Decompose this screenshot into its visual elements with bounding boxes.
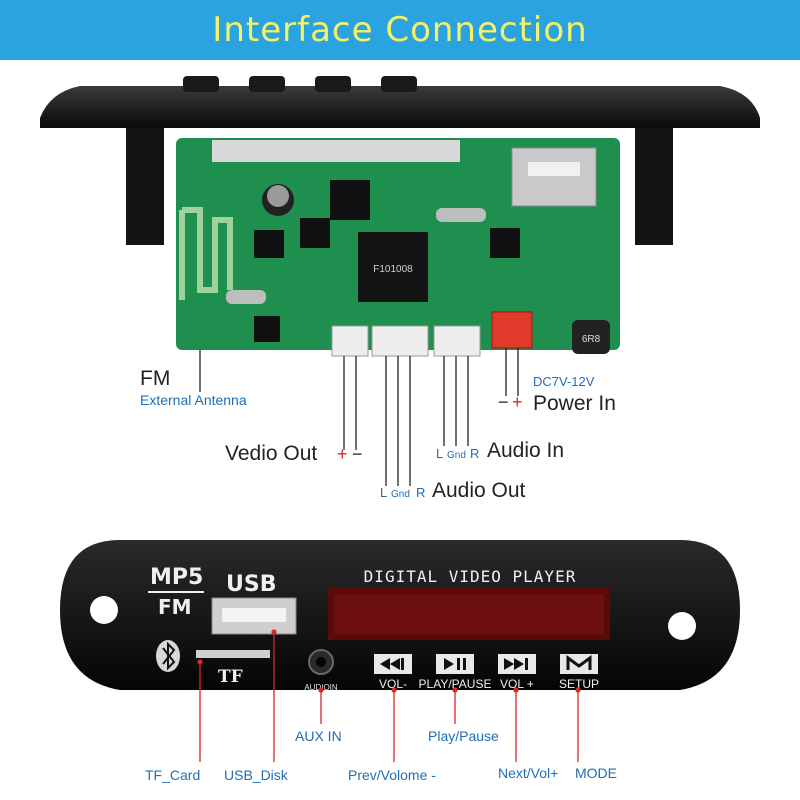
page-title: Interface Connection	[212, 10, 588, 50]
bezel-button	[249, 76, 285, 92]
label-audio-in-l: L	[436, 446, 443, 461]
label-fm-sub: External Antenna	[140, 392, 247, 408]
panel-callout-lines	[197, 629, 581, 762]
main-chip	[358, 232, 428, 302]
label-audio-in-gnd: Gnd	[447, 450, 466, 461]
tf-slot-strip	[212, 140, 460, 162]
label-power-plus: +	[512, 392, 523, 412]
callout-mode: MODE	[575, 765, 617, 781]
usb-label: USB	[226, 572, 276, 597]
connector-video	[331, 325, 369, 357]
play-pause-button[interactable]	[436, 654, 474, 674]
main-chip-label: F101008	[373, 264, 413, 275]
label-audio-out: Audio Out	[432, 479, 526, 502]
next-button-label: VOL +	[500, 677, 534, 691]
inductor-label: 6R8	[582, 334, 601, 345]
label-audio-out-r: R	[416, 485, 425, 500]
label-video-minus: −	[352, 444, 363, 464]
label-audio-out-l: L	[380, 485, 387, 500]
mount-leg-left	[126, 110, 164, 245]
pcb-callout-lines	[199, 348, 519, 486]
prev-button-label: VOL-	[379, 677, 407, 691]
screw-hole-left	[90, 596, 118, 624]
connector-audio-in	[433, 325, 481, 357]
bezel-button	[315, 76, 351, 92]
label-audio-in: Audio In	[487, 439, 564, 462]
chip	[254, 316, 280, 342]
chip	[330, 180, 370, 220]
top-bezel	[40, 86, 760, 128]
mode-button[interactable]	[560, 654, 598, 674]
label-audio-out-gnd: Gnd	[391, 489, 410, 500]
antenna-trace	[179, 207, 233, 300]
tf-label: TF	[218, 667, 243, 687]
label-audio-in-r: R	[470, 446, 479, 461]
label-power-minus: −	[498, 392, 509, 412]
label-power-in: Power In	[533, 392, 616, 415]
mode-icon	[566, 655, 592, 670]
label-video-out: Vedio Out	[225, 442, 317, 465]
callout-prev: Prev/Volome -	[348, 767, 436, 783]
mode-button-label: SETUP	[559, 677, 599, 691]
tf-card-slot[interactable]	[196, 650, 270, 658]
bezel-button	[183, 76, 219, 92]
chip	[490, 228, 520, 258]
callout-tf-card: TF_Card	[145, 767, 200, 783]
next-icon	[504, 658, 528, 670]
prev-icon	[380, 658, 404, 670]
bluetooth-icon	[156, 640, 180, 672]
logo-mp5: MP5	[150, 565, 203, 590]
callout-play: Play/Pause	[428, 728, 499, 744]
label-power-spec: DC7V-12V	[533, 374, 595, 389]
crystal	[436, 208, 486, 222]
logo-fm: FM	[158, 595, 192, 619]
display-title: DIGITAL VIDEO PLAYER	[364, 567, 577, 586]
crystal	[226, 290, 266, 304]
header-banner: Interface Connection	[0, 0, 800, 60]
pcb-module: F101008 6R8	[40, 76, 760, 357]
front-panel: MP5 FM USB TF AUDIOIN DIGITAL VIDEO PLAY…	[60, 540, 740, 692]
usb-port-pcb	[511, 147, 597, 207]
screw-hole-right	[668, 612, 696, 640]
label-video-plus: +	[337, 444, 348, 464]
chip	[254, 230, 284, 258]
connector-power	[491, 311, 533, 349]
label-fm: FM	[140, 367, 170, 390]
callout-aux-in: AUX IN	[295, 728, 342, 744]
play-button-label: PLAY/PAUSE	[419, 677, 492, 691]
bezel-button	[381, 76, 417, 92]
callout-usb-disk: USB_Disk	[224, 767, 289, 783]
callout-next: Next/Vol+	[498, 765, 558, 781]
inductor	[572, 320, 610, 354]
mount-leg-right	[635, 110, 673, 245]
connector-audio-out	[371, 325, 429, 357]
play-pause-icon	[444, 658, 466, 670]
chip	[300, 218, 330, 248]
